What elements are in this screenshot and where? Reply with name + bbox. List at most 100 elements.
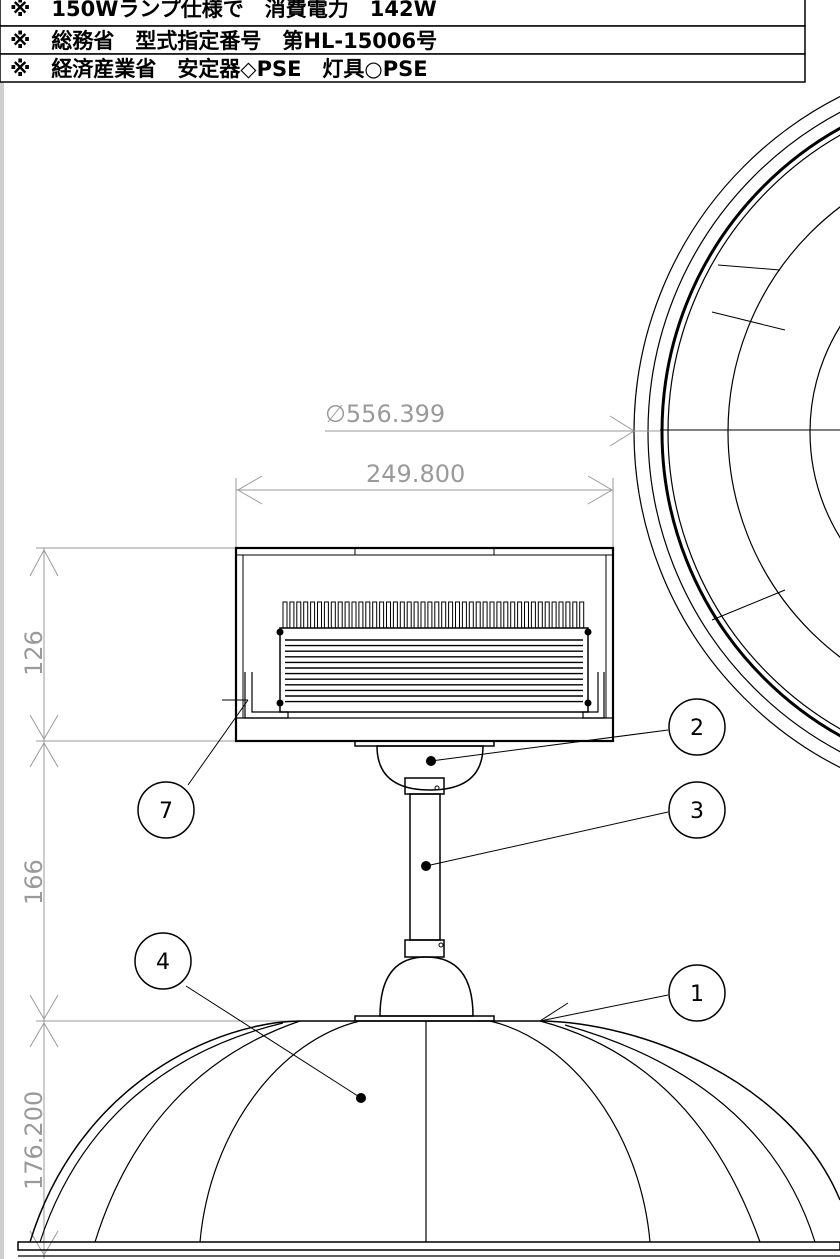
heat-sink-fin: [482, 601, 488, 629]
collar-upper-screw: [434, 785, 440, 791]
mount-plate-bottom: [354, 1015, 495, 1022]
heat-sink-fin: [475, 601, 481, 629]
heat-sink-fin: [289, 601, 295, 629]
height-arrow-5: [29, 1022, 59, 1048]
heat-sink-fin: [420, 601, 426, 629]
diameter-label: ∅556.399: [325, 400, 445, 428]
top-view-ring-2: [647, 111, 840, 753]
screw-top-left: [276, 628, 284, 636]
heat-sink-fin: [468, 601, 474, 629]
top-view-core-ring: [809, 325, 840, 539]
height-label-top: 126: [20, 630, 48, 676]
heat-sink-fin: [372, 601, 378, 629]
heat-sink-fin: [427, 601, 433, 629]
collar-lower-screw: [438, 942, 444, 948]
socket-upper: [376, 745, 484, 791]
dome-rib-7: [564, 1024, 816, 1243]
segment-line-upper: [711, 311, 786, 331]
heat-sink-fin: [330, 601, 336, 629]
segment-line-lower: [711, 589, 786, 621]
balloon-1-circle: [668, 964, 726, 1022]
heat-sink-fin: [413, 601, 419, 629]
balloon-4: 4: [134, 932, 362, 1099]
heat-sink: [276, 601, 592, 713]
dimension-diameter: ∅556.399: [325, 400, 660, 447]
dome-outline: [29, 1020, 840, 1243]
screw-bottom-right: [584, 699, 592, 707]
heat-sink-fin: [551, 601, 557, 629]
heat-sink-fin: [406, 601, 412, 629]
heat-sink-fin: [399, 601, 405, 629]
balloon-2-label: 2: [690, 716, 704, 741]
dome-rib-2: [94, 1020, 301, 1243]
collar-lower: [404, 939, 445, 958]
heat-sink-fin: [310, 601, 316, 629]
height-arrow-2: [29, 714, 59, 740]
heat-sink-fin: [303, 601, 309, 629]
socket-lower: [379, 956, 474, 1017]
screw-bottom-left: [276, 699, 284, 707]
segment-line-top: [717, 264, 781, 271]
balloon-7-label: 7: [159, 799, 173, 824]
height-arrow-3: [29, 742, 59, 768]
balloon-7-circle: [137, 781, 195, 839]
heat-sink-fin: [386, 601, 391, 629]
height-arrow-1: [29, 548, 59, 577]
heat-sink-fin: [579, 601, 585, 629]
heat-sink-fin: [496, 601, 502, 629]
width-arrow-right: [587, 475, 613, 505]
balloon-3-circle: [668, 781, 726, 839]
screw-top-right: [584, 628, 592, 636]
height-arrow-4: [29, 994, 59, 1020]
dome-rib-1: [39, 1022, 284, 1243]
heat-sink-fin: [558, 601, 564, 629]
dimension-heights: 126 166 176.200: [20, 547, 300, 1259]
leader-line-2: [430, 729, 669, 762]
leader-line-4: [185, 985, 362, 1099]
bracket-left: [244, 672, 289, 719]
top-view-reflector: [633, 95, 840, 769]
height-label-mid: 166: [20, 859, 48, 905]
heat-sink-fins: [282, 601, 585, 629]
note-model-number: ※ 総務省 型式指定番号 第HL-15006号: [10, 29, 437, 53]
heat-sink-fin: [517, 601, 523, 629]
heat-sink-fin: [392, 601, 398, 629]
dimension-width: 249.800: [235, 460, 614, 548]
heat-sink-fin: [379, 601, 385, 629]
ballast-box: [234, 546, 615, 743]
heat-sink-fin: [510, 601, 516, 629]
balloon-2-circle: [668, 698, 726, 756]
heat-sink-fin: [296, 601, 302, 629]
heat-sink-fin: [572, 601, 578, 629]
top-view-ring-3: [660, 126, 840, 738]
height-arrow-6: [29, 1230, 59, 1256]
heat-sink-fin: [434, 601, 440, 629]
balloon-1: 1: [539, 964, 726, 1022]
notes-row-3: [0, 53, 806, 83]
heat-sink-fin: [441, 601, 447, 629]
top-view-ring-4: [667, 134, 840, 730]
balloon-2: 2: [430, 698, 726, 762]
heat-sink-fin: [530, 601, 536, 629]
arm-assembly: [354, 740, 495, 1022]
notes-row-2: [0, 25, 806, 55]
width-label: 249.800: [366, 460, 465, 488]
heat-sink-fin: [544, 601, 550, 629]
heat-sink-fin: [337, 601, 343, 629]
height-label-bottom: 176.200: [20, 1091, 48, 1190]
heat-sink-fin: [565, 601, 571, 629]
heat-sink-fin: [537, 601, 543, 629]
leader-line-3: [425, 811, 669, 867]
heat-sink-fin: [455, 601, 460, 629]
heat-sink-fin: [365, 601, 371, 629]
width-arrow-left: [237, 475, 263, 505]
heat-sink-fin: [503, 601, 509, 629]
notes-row-1: [0, 0, 806, 27]
note-power: ※ 150Wランプ仕様で 消費電力 142W: [10, 0, 437, 21]
sheet-border: [0, 80, 4, 1259]
balloon-1-label: 1: [690, 982, 704, 1007]
top-view-inner-ring: [727, 206, 840, 658]
leader-tick-1: [539, 1002, 569, 1022]
dome-rib-6: [539, 1020, 761, 1243]
dome-rim: [17, 1241, 840, 1251]
